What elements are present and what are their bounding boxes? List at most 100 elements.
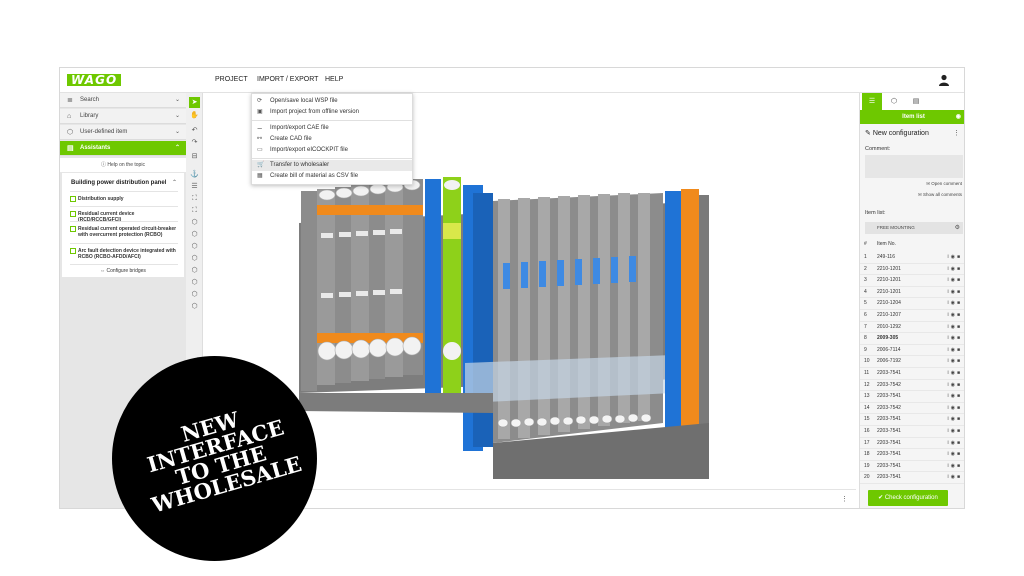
menu-item-transfer-wholesaler[interactable]: 🛒 Transfer to wholesaler: [252, 160, 412, 171]
eye-icon[interactable]: ◉: [950, 346, 957, 353]
eye-icon[interactable]: ◉: [950, 265, 957, 272]
view-top-icon[interactable]: ⬡: [191, 279, 198, 286]
eye-icon[interactable]: ◉: [950, 439, 957, 446]
assistant-item-rcbo[interactable]: Residual current operated circuit-breake…: [70, 226, 178, 238]
undo-icon[interactable]: ↶: [191, 127, 198, 134]
info-icon[interactable]: i: [947, 277, 951, 284]
info-icon[interactable]: i: [947, 439, 951, 446]
eye-icon[interactable]: ◉: [950, 358, 957, 365]
more-options-icon[interactable]: ⋮: [953, 130, 960, 137]
trash-icon[interactable]: ■: [956, 404, 962, 411]
eye-icon[interactable]: ◉: [950, 288, 957, 295]
zoom-area-icon[interactable]: ⛶: [192, 207, 197, 214]
tab-document[interactable]: ▤: [906, 93, 926, 110]
info-icon[interactable]: i: [947, 381, 951, 388]
info-icon[interactable]: i: [947, 369, 951, 376]
view-bottom-icon[interactable]: ⬡: [191, 291, 198, 298]
sidebar-item-library[interactable]: ⌂ Library ⌄: [60, 109, 186, 124]
gear-icon[interactable]: ⚙: [954, 225, 960, 231]
eye-icon[interactable]: ◉: [950, 451, 957, 458]
trash-icon[interactable]: ■: [956, 369, 962, 376]
trash-icon[interactable]: ■: [956, 254, 962, 260]
assistant-title[interactable]: Building power distribution panel: [71, 180, 167, 186]
view-left-icon[interactable]: ⬡: [191, 255, 198, 262]
eye-icon[interactable]: ◉: [950, 311, 957, 318]
info-icon[interactable]: i: [947, 311, 951, 318]
trash-icon[interactable]: ■: [956, 439, 962, 446]
trash-icon[interactable]: ■: [956, 265, 962, 272]
check-configuration-button[interactable]: ✔ Check configuration: [868, 490, 948, 506]
eye-icon[interactable]: ◉: [950, 393, 957, 400]
trash-icon[interactable]: ■: [956, 335, 962, 342]
menu-item-bom-csv[interactable]: ▦ Create bill of material as CSV file: [252, 171, 412, 182]
view-front-icon[interactable]: ⬡: [191, 231, 198, 238]
more-options-icon[interactable]: ⋮: [841, 496, 848, 503]
hand-tool-icon[interactable]: ✋: [190, 112, 199, 119]
trash-icon[interactable]: ■: [956, 277, 962, 284]
chevron-up-icon[interactable]: ⌃: [171, 180, 177, 186]
sidebar-item-search[interactable]: ≣ Search ⌄: [60, 93, 186, 108]
eye-icon[interactable]: ◉: [950, 300, 957, 307]
wago-logo[interactable]: WAGO: [67, 74, 122, 86]
info-icon[interactable]: i: [947, 393, 951, 400]
eye-icon[interactable]: ◉: [950, 404, 957, 411]
comment-field[interactable]: [865, 155, 963, 178]
view-right-icon[interactable]: ⬡: [191, 267, 198, 274]
redo-icon[interactable]: ↷: [191, 139, 198, 146]
nav-import-export[interactable]: IMPORT / EXPORT: [257, 76, 319, 83]
user-icon[interactable]: [938, 74, 950, 86]
assistant-item-rcd[interactable]: Residual current device (RCD/RCCB/GFCI): [70, 211, 178, 223]
eye-icon[interactable]: ◉: [950, 474, 957, 481]
info-icon[interactable]: i: [947, 265, 951, 272]
view-cube-icon[interactable]: ⬡: [191, 219, 198, 226]
info-icon[interactable]: i: [947, 335, 951, 342]
show-all-comments-link[interactable]: ✉ Show all comments: [918, 192, 962, 198]
sidebar-item-assistants[interactable]: ▤ Assistants ⌃: [60, 141, 186, 156]
view-back-icon[interactable]: ⬡: [191, 243, 198, 250]
terminal-block-model[interactable]: [203, 93, 856, 509]
free-mounting-row[interactable]: FREE MOUNTING ⚙: [865, 222, 963, 234]
trash-icon[interactable]: ■: [956, 381, 962, 388]
menu-item-open-save-wsp[interactable]: ⟳ Open/save local WSP file: [252, 96, 412, 107]
zoom-fit-icon[interactable]: ⛶: [192, 195, 197, 202]
eye-icon[interactable]: ◉: [955, 114, 961, 120]
trash-icon[interactable]: ■: [956, 346, 962, 353]
info-icon[interactable]: i: [947, 474, 951, 481]
config-name[interactable]: ✎ New configuration: [865, 129, 929, 137]
info-icon[interactable]: i: [947, 427, 951, 434]
eye-icon[interactable]: ◉: [950, 323, 957, 330]
trash-icon[interactable]: ■: [956, 311, 962, 318]
info-icon[interactable]: i: [947, 358, 951, 365]
anchor-icon[interactable]: ⚓: [190, 171, 199, 178]
info-icon[interactable]: i: [947, 462, 951, 469]
eye-icon[interactable]: ◉: [950, 381, 957, 388]
trash-icon[interactable]: ■: [956, 288, 962, 295]
stack-icon[interactable]: ☰: [191, 183, 198, 190]
sidebar-item-user-defined[interactable]: ⬡ User-defined item ⌄: [60, 125, 186, 140]
menu-item-cad[interactable]: ⚯ Create CAD file: [252, 134, 412, 145]
info-icon[interactable]: i: [947, 300, 951, 307]
menu-item-eicockpit[interactable]: ▭ Import/export eICOCKPIT file: [252, 145, 412, 156]
menu-item-import-offline[interactable]: ▣ Import project from offline version: [252, 107, 412, 118]
trash-icon[interactable]: ■: [956, 427, 962, 434]
view-iso-icon[interactable]: ⬡: [191, 303, 198, 310]
trash-icon[interactable]: ■: [956, 393, 962, 400]
eye-icon[interactable]: ◉: [950, 277, 957, 284]
assistant-item-afdd[interactable]: Arc fault detection device integrated wi…: [70, 248, 178, 260]
trash-icon[interactable]: ■: [956, 462, 962, 469]
